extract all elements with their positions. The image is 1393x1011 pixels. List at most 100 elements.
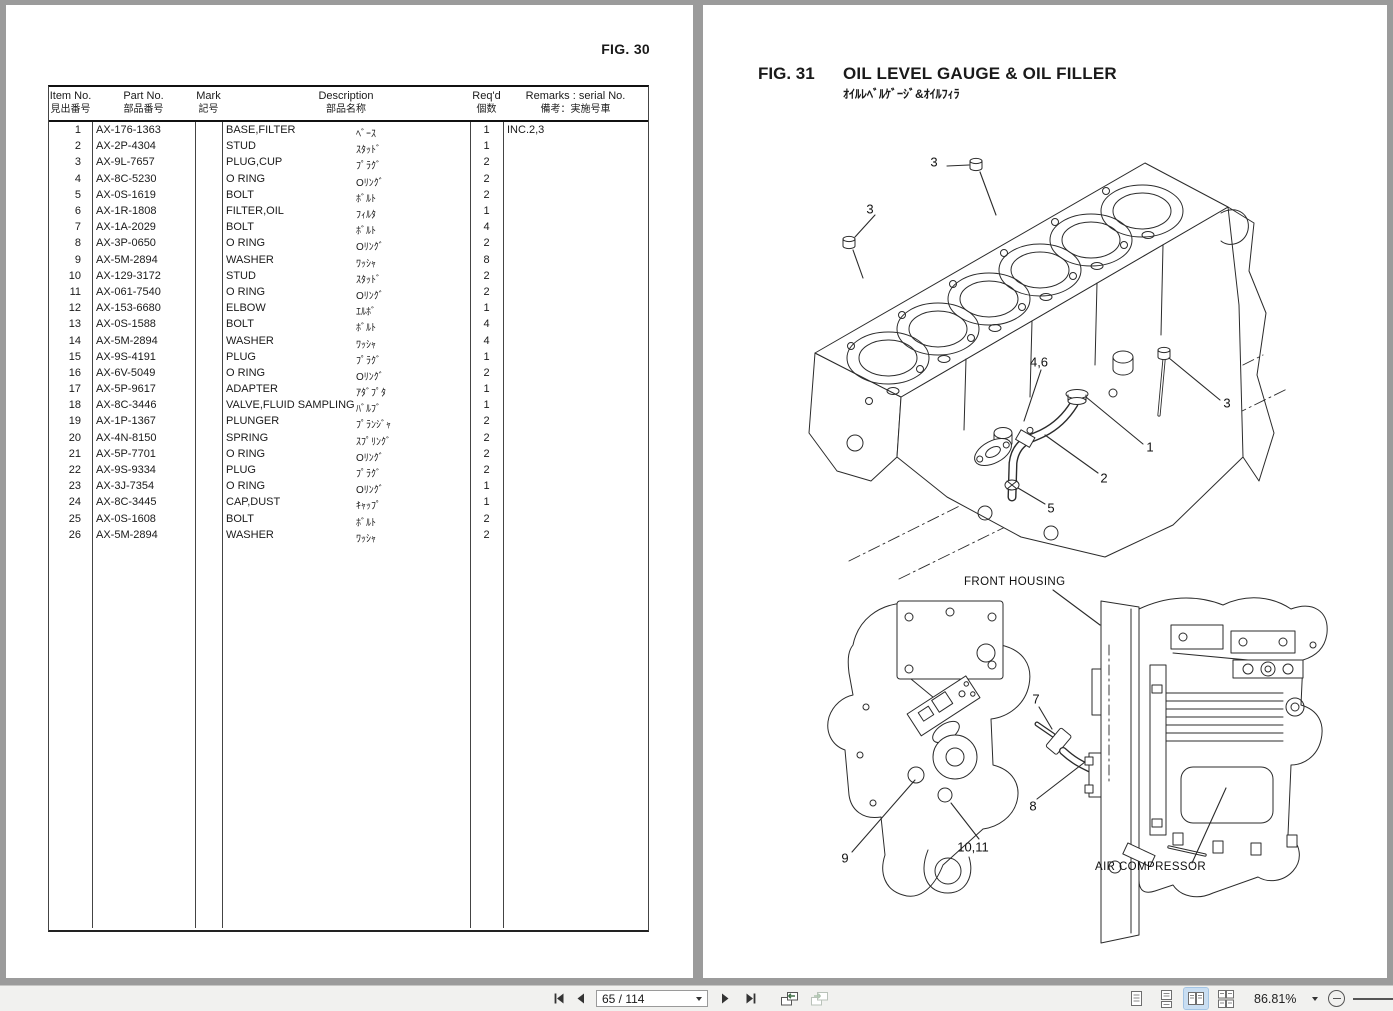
description-en: BOLT [226,221,254,234]
description-en: BOLT [226,512,254,525]
cell-reqd-qty: 4 [483,221,490,234]
cell-item-no: 13 [68,318,81,331]
table-row: 21 AX-5P-7701 O RING Oﾘﾝｸﾞ 2 [49,446,648,464]
cell-part-no: AX-1R-1808 [96,205,157,218]
first-page-button[interactable] [552,992,567,1005]
description-ja: ﾍﾞｰｽ [356,129,376,141]
zoom-slider-track[interactable] [1353,998,1393,1000]
cell-reqd-qty: 2 [483,188,490,201]
description-ja: ﾎﾞﾙﾄ [356,193,376,205]
description-en: WASHER [226,528,274,541]
table-row: 23 AX-3J-7354 O RING Oﾘﾝｸﾞ 1 [49,478,648,496]
column-divider [92,122,93,928]
cell-reqd-qty: 2 [483,237,490,250]
cell-item-no: 21 [68,447,81,460]
cell-item-no: 11 [69,285,81,298]
figure-31-title: OIL LEVEL GAUGE & OIL FILLER [843,64,1117,83]
cell-description: PLUNGER ﾌﾟﾗﾝｼﾞｬ [222,415,470,431]
description-ja: ﾜｯｼｬ [356,339,376,351]
table-row: 22 AX-9S-9334 PLUG ﾌﾟﾗｸﾞ 2 [49,462,648,480]
description-ja: ｷｬｯﾌﾟ [356,501,381,513]
zoom-slider[interactable] [1353,990,1393,1007]
table-row: 16 AX-6V-5049 O RING Oﾘﾝｸﾞ 2 [49,365,648,383]
description-en: WASHER [226,334,274,347]
cell-part-no: AX-061-7540 [96,285,161,298]
description-en: PLUNGER [226,415,280,428]
cell-part-no: AX-5P-9617 [96,383,156,396]
description-ja: ﾜｯｼｬ [356,258,376,270]
next-page-button[interactable] [720,992,731,1005]
header-remarks: Remarks : serial No.備考：実施号車 [525,90,626,116]
cell-description: WASHER ﾜｯｼｬ [222,334,470,351]
continuous-view-button[interactable] [1154,988,1178,1009]
page-number-input[interactable]: 65 / 114 [596,990,708,1007]
cell-part-no: AX-5M-2894 [96,253,158,266]
previous-view-button[interactable] [778,990,800,1007]
header-item-no: Item No.見出番号 [49,90,92,116]
description-en: WASHER [226,253,274,266]
description-en: O RING [226,480,266,493]
two-page-continuous-view-button[interactable] [1214,988,1238,1009]
cell-reqd-qty: 2 [483,528,490,541]
page-number-value: 65 / 114 [602,991,645,1006]
table-row: 2 AX-2P-4304 STUD ｽﾀｯﾄﾞ 1 [49,138,648,156]
zoom-out-button[interactable] [1328,990,1346,1007]
page-number-caret-icon[interactable] [696,996,702,1001]
cell-part-no: AX-9S-9334 [96,464,156,477]
description-en: ELBOW [226,302,266,315]
single-page-view-button[interactable] [1124,988,1148,1009]
description-en: O RING [226,366,266,379]
cell-description: O RING Oﾘﾝｸﾞ [222,366,470,383]
description-en: O RING [226,172,266,185]
table-row: 9 AX-5M-2894 WASHER ﾜｯｼｬ 8 [49,252,648,270]
cell-item-no: 1 [74,124,81,137]
table-body: 1 AX-176-1363 BASE,FILTER ﾍﾞｰｽ 1 INC.2,3… [49,122,648,928]
header-part-no: Part No.部品番号 [123,90,164,116]
description-en: BASE,FILTER [226,124,296,137]
cell-part-no: AX-1P-1367 [96,415,156,428]
table-row: 26 AX-5M-2894 WASHER ﾜｯｼｬ 2 [49,527,648,545]
cell-reqd-qty: 1 [483,399,490,412]
cell-reqd-qty: 1 [483,480,490,493]
description-en: FILTER,OIL [226,205,284,218]
cell-part-no: AX-1A-2029 [96,221,156,234]
table-row: 19 AX-1P-1367 PLUNGER ﾌﾟﾗﾝｼﾞｬ 2 [49,413,648,431]
cell-reqd-qty: 4 [483,318,490,331]
cell-description: STUD ｽﾀｯﾄﾞ [222,270,470,286]
next-view-button[interactable] [808,990,830,1007]
description-ja: ｱﾀﾞﾌﾟﾀ [356,388,386,400]
engine-diagram-svg [808,157,1328,944]
cell-description: BOLT ﾎﾞﾙﾄ [222,318,470,334]
table-row: 10 AX-129-3172 STUD ｽﾀｯﾄﾞ 2 [49,268,648,286]
cell-reqd-qty: 2 [483,512,490,525]
previous-page-button[interactable] [575,992,586,1005]
cell-part-no: AX-3J-7354 [96,480,155,493]
figure-31-label: FIG. 31 [758,64,815,83]
zoom-dropdown-caret-icon[interactable] [1312,996,1319,1001]
cell-description: BOLT ﾎﾞﾙﾄ [222,189,470,205]
description-ja: ﾌﾟﾗﾝｼﾞｬ [356,420,391,432]
cell-reqd-qty: 2 [483,269,490,282]
two-page-view-button[interactable] [1183,987,1209,1010]
last-page-button[interactable] [743,992,758,1005]
description-en: ADAPTER [226,383,278,396]
cell-item-no: 20 [68,431,81,444]
cell-description: BASE,FILTER ﾍﾞｰｽ [222,124,470,140]
bottom-toolbar: 65 / 114 [0,985,1393,1011]
cell-part-no: AX-0S-1588 [96,318,156,331]
table-row: 8 AX-3P-0650 O RING Oﾘﾝｸﾞ 2 [49,235,648,253]
cell-description: BOLT ﾎﾞﾙﾄ [222,512,470,529]
description-ja: ｴﾙﾎﾞ [356,307,376,319]
cell-reqd-qty: 1 [483,205,490,218]
description-en: STUD [226,140,256,153]
cell-item-no: 7 [74,221,81,234]
cell-part-no: AX-129-3172 [96,269,161,282]
cell-reqd-qty: 1 [483,383,490,396]
cell-item-no: 18 [68,399,81,412]
table-row: 1 AX-176-1363 BASE,FILTER ﾍﾞｰｽ 1 INC.2,3 [49,122,648,140]
table-row: 25 AX-0S-1608 BOLT ﾎﾞﾙﾄ 2 [49,511,648,529]
description-ja: Oﾘﾝｸﾞ [356,371,384,383]
